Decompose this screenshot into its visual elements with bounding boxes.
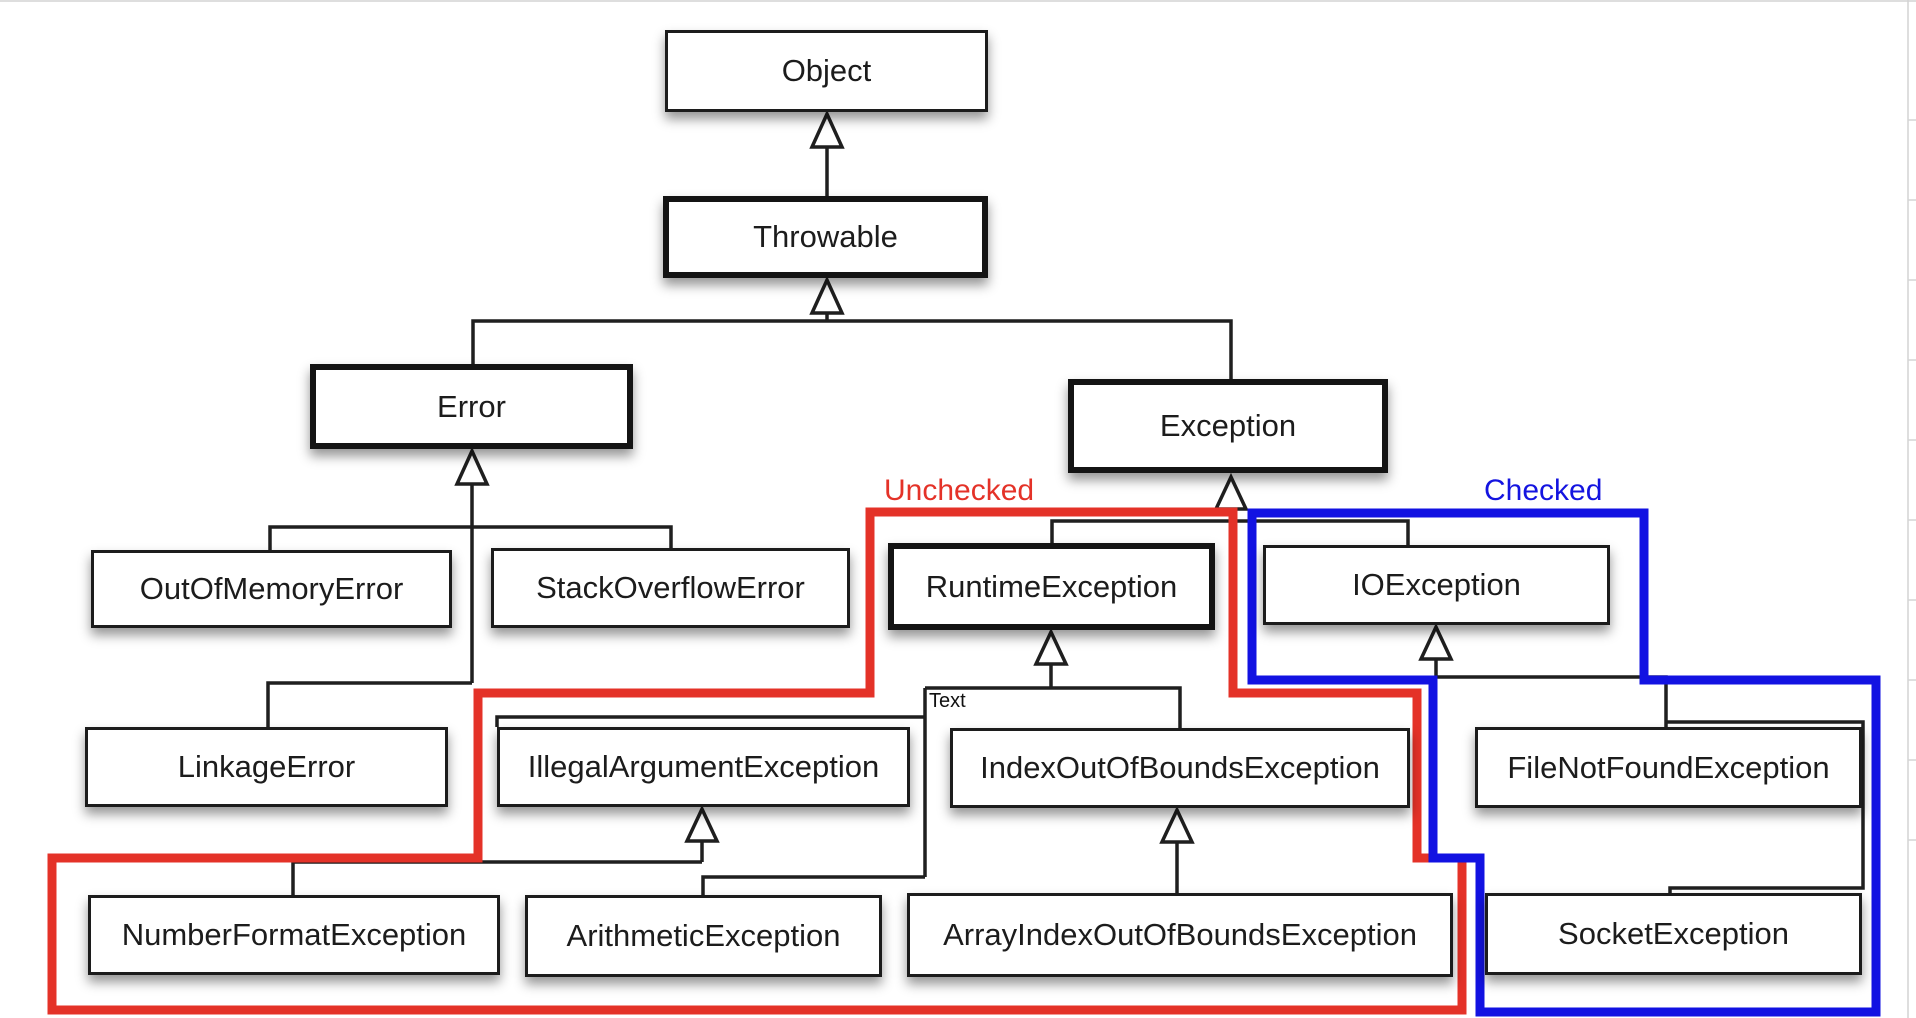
edge-filenotfound-link: [1436, 675, 1668, 727]
checked-label: Checked: [1484, 474, 1603, 507]
arrowheads: [454, 109, 1454, 844]
node-outofmemoryerror: OutOfMemoryError: [91, 550, 452, 628]
arrowhead-indexoutofbounds: [1159, 805, 1195, 844]
text-annotation: Text: [929, 690, 966, 712]
node-throwable: Throwable: [663, 196, 988, 278]
arrowhead-object: [809, 109, 845, 149]
edge-linkageerror: [266, 681, 472, 727]
node-stackoverflowerror: StackOverflowError: [491, 548, 850, 628]
edge-socket-link: [1666, 720, 1865, 893]
node-numberformatexception: NumberFormatException: [88, 895, 500, 975]
node-arithmeticexception: ArithmeticException: [525, 895, 882, 977]
edge-rte-children-bus: [925, 686, 1182, 728]
edge-error-exception-bus: [471, 319, 1233, 379]
node-filenotfoundexception: FileNotFoundException: [1475, 727, 1862, 808]
arrowhead-throwable: [809, 275, 845, 315]
node-illegalargumentexception: IllegalArgumentException: [497, 727, 910, 807]
edge-arithmetic-link: [701, 875, 925, 895]
unchecked-region-outline: [47, 507, 1467, 1015]
node-exception: Exception: [1068, 379, 1388, 473]
node-runtimeexception: RuntimeException: [888, 543, 1215, 630]
node-indexoutofboundsexception: IndexOutOfBoundsException: [950, 728, 1410, 808]
arrowhead-illegalargument: [684, 804, 720, 843]
arrowhead-runtimeexception: [1033, 627, 1069, 666]
node-object: Object: [665, 30, 988, 112]
unchecked-label: Unchecked: [884, 474, 1035, 507]
edge-oom-soe-bus: [268, 525, 673, 550]
arrowhead-exception: [1213, 472, 1249, 511]
arrowhead-error: [454, 446, 490, 486]
node-socketexception: SocketException: [1485, 893, 1862, 975]
node-error: Error: [310, 364, 633, 449]
node-linkageerror: LinkageError: [85, 727, 448, 807]
arrowhead-ioexception: [1418, 622, 1454, 661]
node-ioexception: IOException: [1263, 545, 1610, 625]
edge-numberformat-link: [291, 860, 702, 895]
node-arrayindexoutofboundsexception: ArrayIndexOutOfBoundsException: [907, 893, 1453, 977]
checked-region-outline: [1247, 508, 1881, 1017]
edge-iae-link: [495, 715, 925, 727]
